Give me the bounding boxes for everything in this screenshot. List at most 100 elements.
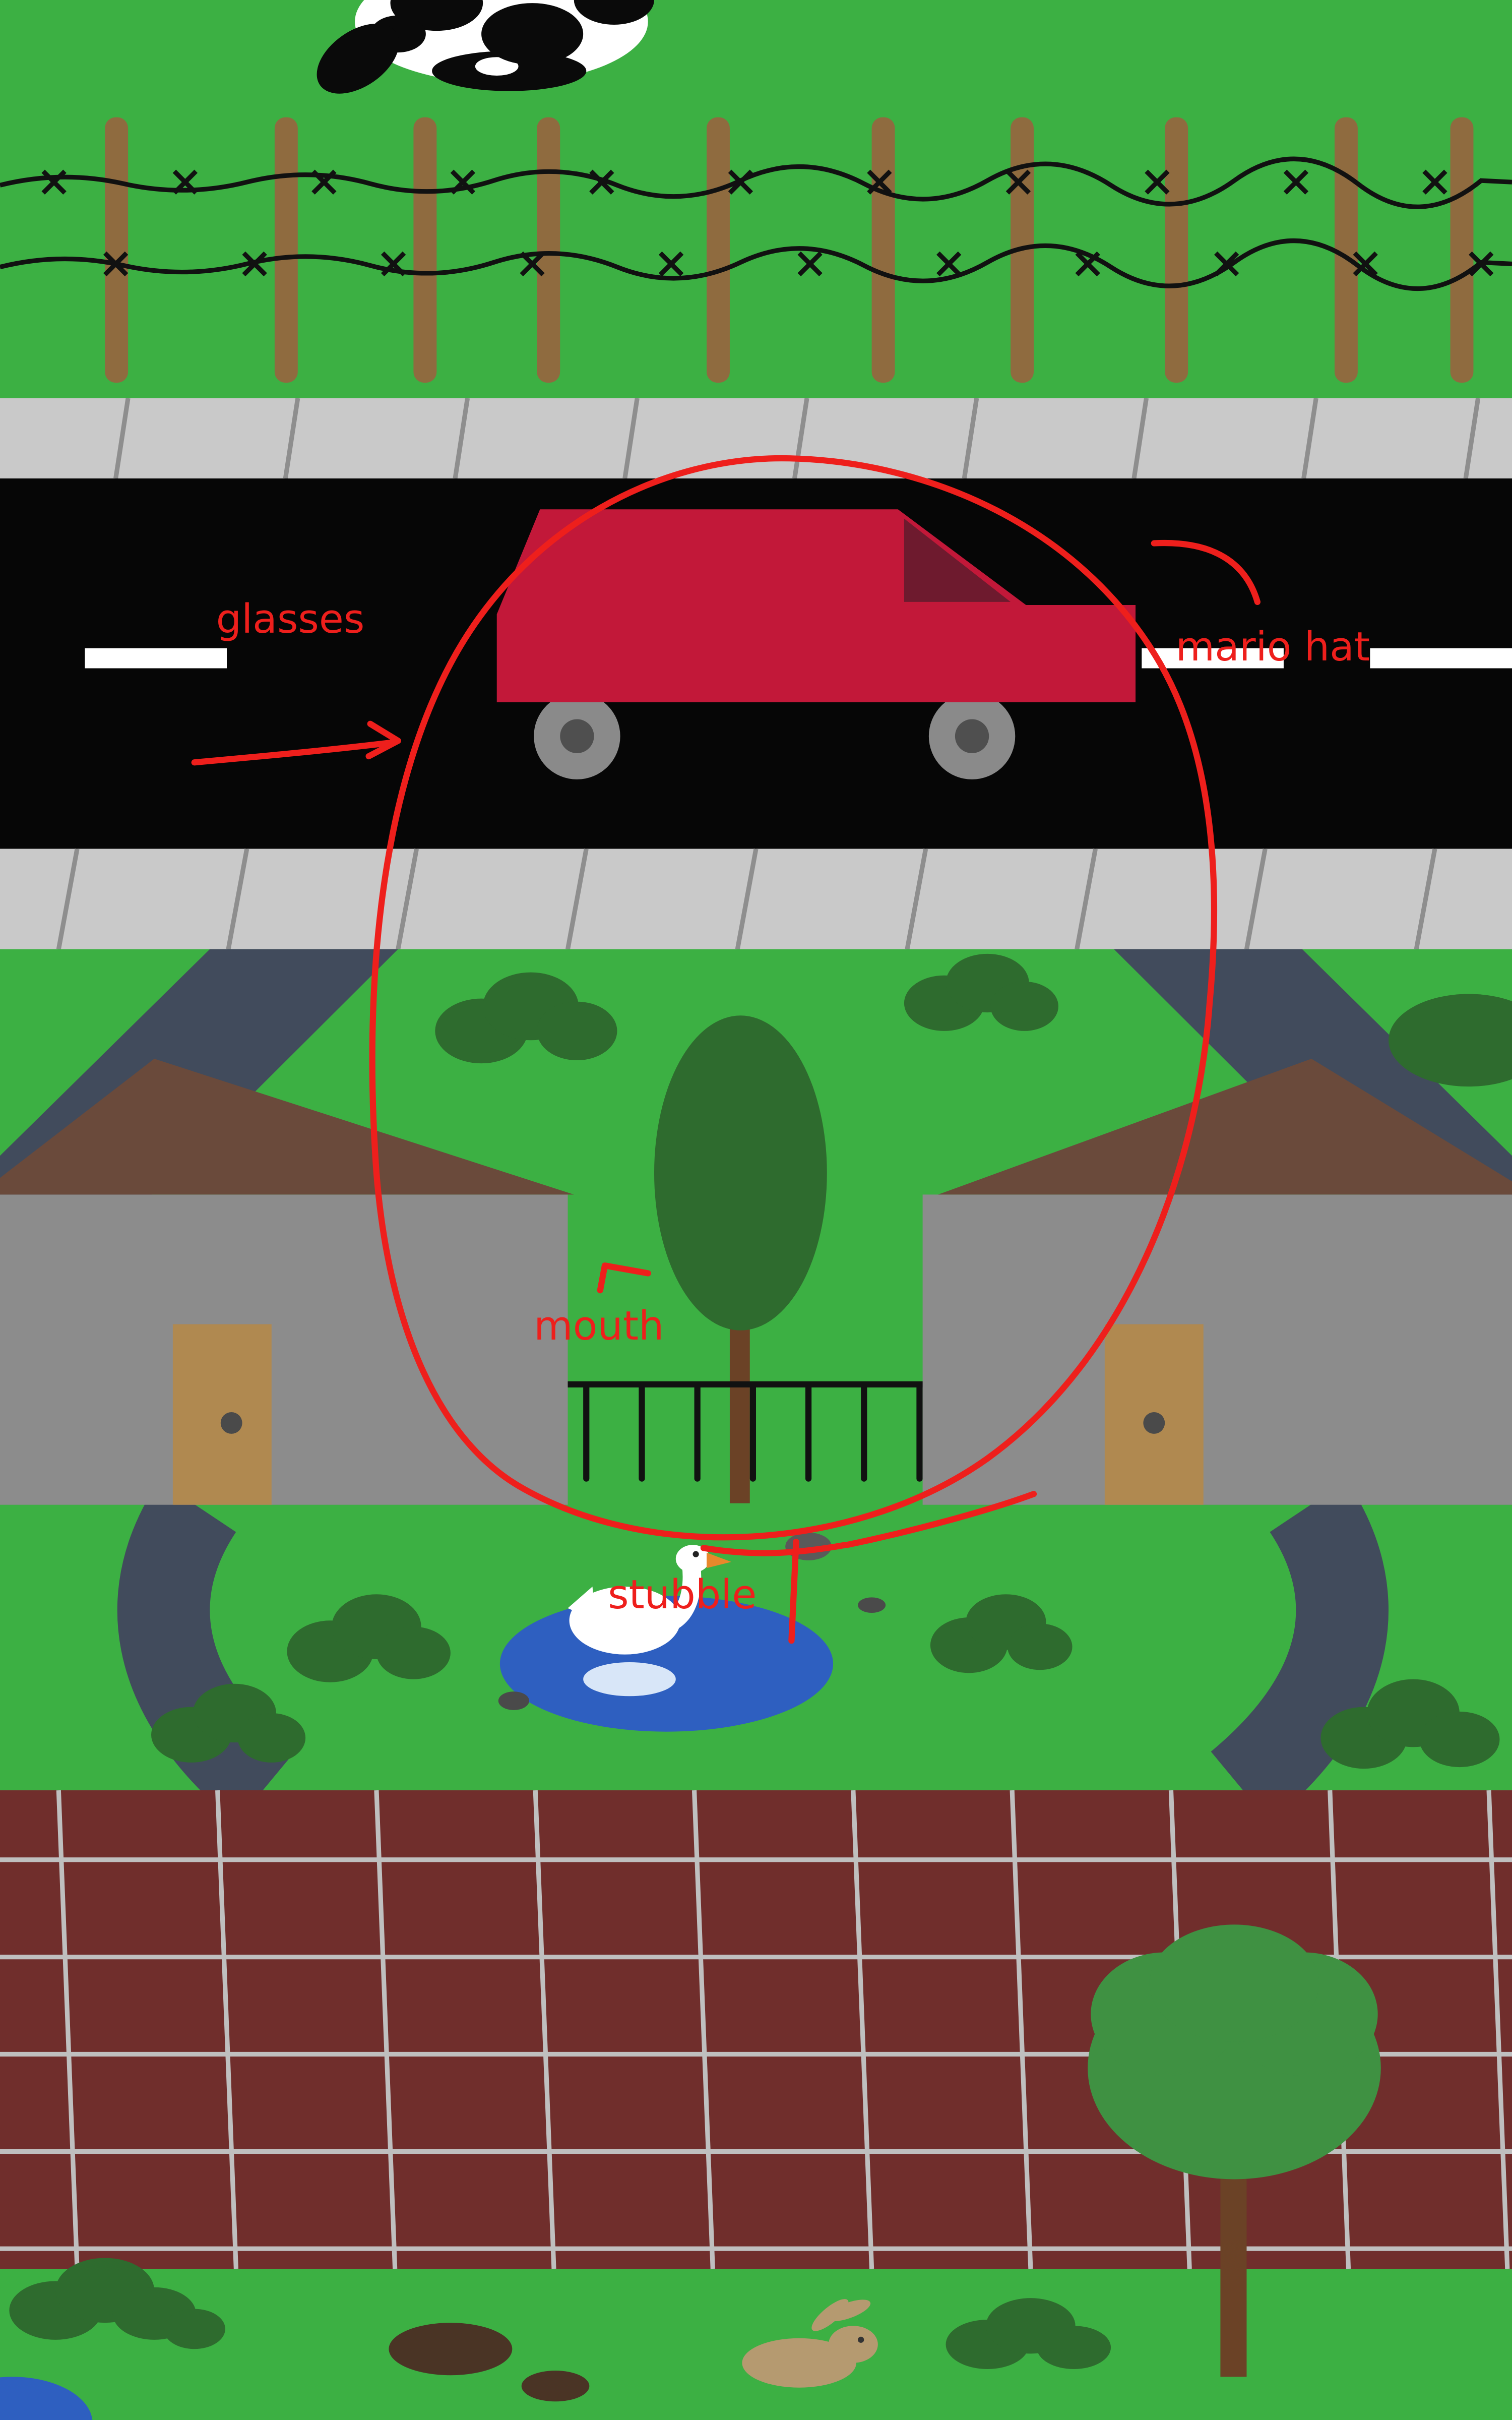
center-tree-canopy bbox=[654, 1015, 827, 1330]
fence-post bbox=[1334, 117, 1358, 383]
goose bbox=[568, 1545, 732, 1655]
driveway-curve-right bbox=[1211, 1480, 1389, 1823]
stubble-marks bbox=[700, 1491, 1037, 1644]
goose-neck bbox=[657, 1555, 702, 1633]
road-dash bbox=[1142, 648, 1284, 669]
barbed-wire-fence bbox=[0, 117, 1512, 383]
bush-lobe bbox=[1419, 1711, 1500, 1768]
cow bbox=[317, 0, 654, 94]
sidewalk-upper bbox=[0, 398, 1512, 479]
bush-top-center bbox=[904, 953, 1058, 1031]
glasses-arrow bbox=[191, 720, 401, 766]
mouth-mark bbox=[597, 1262, 651, 1294]
fence-post bbox=[274, 117, 298, 383]
fence-post bbox=[1450, 117, 1474, 383]
road-dash bbox=[85, 648, 227, 669]
wire-strand-upper bbox=[0, 156, 1512, 209]
car-body bbox=[496, 509, 1136, 702]
house-right bbox=[922, 1059, 1512, 1505]
house-left-door bbox=[172, 1324, 272, 1505]
center-tree bbox=[654, 1015, 827, 1503]
fence-post bbox=[1165, 117, 1188, 383]
rock-small bbox=[498, 1691, 529, 1710]
wire-barbs-upper bbox=[41, 169, 1447, 195]
goose-body bbox=[569, 1586, 680, 1655]
annotation-circle bbox=[369, 455, 1218, 1541]
fence-post bbox=[537, 117, 560, 383]
fence-posts bbox=[105, 117, 1474, 383]
rabbit-head bbox=[828, 2326, 878, 2363]
house-right-wall bbox=[922, 1194, 1512, 1505]
sidewalk-lower-joints bbox=[56, 848, 1437, 950]
red-annotations: glasses mario hat mouth stubble bbox=[191, 455, 1370, 1644]
label-mouth: mouth bbox=[534, 1302, 664, 1349]
fence-post bbox=[413, 117, 437, 383]
wire-barbs-lower bbox=[103, 251, 1494, 277]
mortar-horizontal-lines bbox=[0, 1857, 1512, 2251]
road-center-line bbox=[85, 648, 1512, 669]
label-glasses: glasses bbox=[216, 595, 365, 642]
bush-lobe bbox=[237, 1713, 306, 1763]
house-right-roof bbox=[938, 1059, 1512, 1195]
fence-post bbox=[707, 117, 730, 383]
label-mario-hat: mario hat bbox=[1176, 623, 1370, 670]
sidewalk-lower bbox=[0, 848, 1512, 950]
bush-lobe bbox=[990, 981, 1058, 1031]
front-tree-canopy-lobe bbox=[1149, 1924, 1319, 2042]
front-tree-trunk bbox=[1220, 2157, 1247, 2377]
gate-fence bbox=[564, 1381, 929, 1482]
bush-corner-left bbox=[9, 2258, 225, 2349]
bush-lobe bbox=[1007, 1623, 1073, 1670]
car bbox=[496, 509, 1136, 779]
bush-lobe bbox=[376, 1626, 451, 1679]
bush-top-left bbox=[435, 972, 617, 1064]
bush-top-right bbox=[1389, 994, 1512, 1087]
goose-head bbox=[675, 1545, 710, 1573]
house-left bbox=[0, 1059, 574, 1505]
yard bbox=[0, 949, 1512, 1823]
rock-small bbox=[858, 1597, 886, 1613]
car-wheel-front-hub bbox=[955, 719, 989, 753]
rabbit-eye bbox=[858, 2336, 864, 2343]
cow-spot-white bbox=[475, 57, 519, 76]
bottom-grass bbox=[0, 2269, 1512, 2420]
house-left-door-knob bbox=[220, 1412, 242, 1434]
bush-bottom-left-b bbox=[151, 1683, 306, 1763]
rabbit-ear bbox=[827, 2300, 871, 2321]
center-tree-trunk bbox=[729, 1315, 750, 1503]
cow-head bbox=[317, 23, 399, 94]
sidewalk-upper-joints bbox=[113, 398, 1481, 479]
bush-bottom-center bbox=[930, 1594, 1073, 1673]
dirt-patch-small bbox=[521, 2371, 590, 2402]
dirt-patch bbox=[389, 2323, 513, 2376]
mario-hat-connector-line bbox=[1151, 539, 1261, 605]
car-wheel-rear-hub bbox=[560, 719, 594, 753]
cow-spot bbox=[481, 3, 584, 65]
bush-lobe bbox=[537, 1001, 617, 1061]
road-dash bbox=[1370, 648, 1512, 669]
sidewalk-lower-slab bbox=[0, 849, 1512, 949]
goose-reflection bbox=[583, 1662, 676, 1697]
goose-beak bbox=[707, 1552, 732, 1568]
rabbit-body bbox=[742, 2338, 856, 2388]
cow-spot bbox=[574, 0, 654, 25]
sidewalk-upper-slab bbox=[0, 398, 1512, 478]
bush-bottom-right bbox=[1320, 1679, 1500, 1769]
fence-post bbox=[105, 117, 129, 383]
road bbox=[0, 478, 1512, 849]
bush-bottom-left-a bbox=[287, 1594, 451, 1682]
bush-lobe bbox=[163, 2309, 225, 2349]
rabbit bbox=[742, 2299, 878, 2388]
pasture-grass bbox=[0, 0, 1512, 401]
corner-pond bbox=[0, 2377, 93, 2420]
fence-post bbox=[871, 117, 895, 383]
goose-eye bbox=[692, 1551, 699, 1557]
house-left-roof bbox=[0, 1059, 574, 1195]
label-stubble: stubble bbox=[608, 1571, 757, 1618]
house-right-door-knob bbox=[1143, 1412, 1165, 1434]
car-windshield bbox=[904, 518, 1011, 602]
bush-bottom-strip bbox=[946, 2298, 1111, 2369]
front-tree bbox=[1088, 1924, 1381, 2377]
